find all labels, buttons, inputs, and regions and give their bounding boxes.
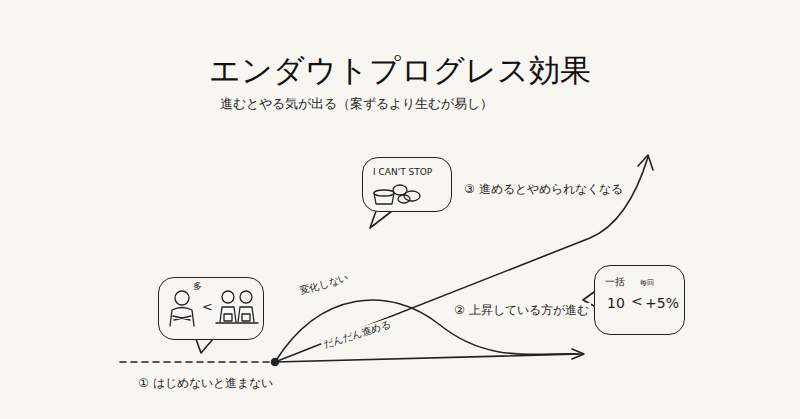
chip (404, 191, 420, 201)
chip (398, 195, 410, 203)
bubble-text: 一括 (605, 276, 625, 287)
chip (393, 185, 407, 195)
person-body (170, 308, 194, 327)
snack-bowl (374, 190, 394, 196)
speech-bubble: 一括 毎回 10 <+5% (594, 265, 685, 335)
dashed-axis (120, 361, 272, 363)
person-head (175, 291, 189, 305)
bubble-text: I CAN'T STOP (373, 168, 432, 178)
bubble-text: < (631, 294, 643, 309)
start-dot (272, 359, 279, 366)
bubble-text: +5% (645, 296, 679, 311)
step-note: ② 上昇している方が進む (452, 303, 591, 317)
crossed-arms (173, 316, 191, 320)
bubble-text: 毎回 (640, 280, 654, 288)
subtitle: 進むとやる気が出る（案ずるより生むが易し） (218, 96, 495, 112)
diagram-title: エンダウトプログレス効果 (0, 50, 800, 92)
rising-arrowhead (638, 155, 653, 170)
bubble-text: 10 (607, 296, 625, 311)
bubble-text: < (202, 300, 213, 314)
curve-label: だんだん進める (320, 317, 394, 351)
bubble-tail (196, 339, 213, 353)
desk (216, 322, 258, 323)
snack-bowl (374, 193, 394, 204)
time-axis (275, 354, 582, 362)
person-head (222, 291, 234, 303)
speech-bubble: 多< (158, 277, 264, 340)
step-note: ③ 進めるとやめられなくなる (462, 182, 625, 196)
box-item (224, 314, 232, 321)
bubble-tail (370, 211, 392, 228)
bubble-text: 多 (193, 282, 202, 292)
rising-curve (275, 157, 648, 362)
speech-bubble: I CAN'T STOP (362, 157, 452, 212)
person-head (240, 291, 252, 303)
box-item (242, 314, 250, 321)
curve-label: 変化しない (296, 271, 351, 297)
person-body (220, 307, 254, 322)
step-note: ① はじめないと進まない (136, 376, 275, 390)
